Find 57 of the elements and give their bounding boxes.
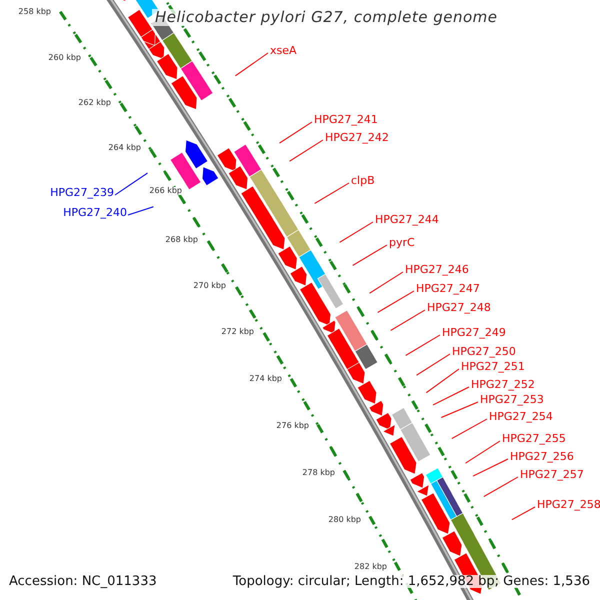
- leader-line: [451, 418, 488, 440]
- gene-label: HPG27_258: [537, 499, 600, 510]
- scale-label: 268 kbp: [165, 236, 198, 244]
- gene-label: HPG27_254: [489, 411, 553, 422]
- scale-label: 264 kbp: [108, 144, 141, 152]
- gene-label: HPG27_248: [427, 302, 491, 313]
- leader-line: [440, 402, 478, 418]
- scale-label: 258 kbp: [18, 8, 51, 16]
- leader-line: [416, 354, 450, 376]
- leader-line: [369, 272, 404, 294]
- leader-line: [234, 52, 268, 76]
- gene-label: HPG27_239: [50, 187, 114, 198]
- leader-line: [128, 206, 154, 216]
- leader-line: [352, 244, 388, 266]
- gene-label: HPG27_241: [314, 114, 378, 125]
- gene-label: HPG27_247: [416, 283, 480, 294]
- gene-label: clpB: [351, 175, 375, 186]
- gene-label: HPG27_256: [510, 451, 574, 462]
- leader-line: [472, 458, 508, 477]
- genome-summary: Topology: circular; Length: 1,652,982 bp; Genes: 1,536: [232, 575, 590, 588]
- gene-label: HPG27_246: [405, 264, 469, 275]
- leader-line: [377, 290, 414, 313]
- scale-label: 274 kbp: [249, 375, 282, 383]
- scale-label: 278 kbp: [302, 469, 335, 477]
- leader-line: [405, 334, 440, 356]
- gene-label: HPG27_250: [452, 346, 516, 357]
- leader-line: [511, 506, 536, 520]
- scale-label: 280 kbp: [328, 516, 361, 524]
- leader-line: [390, 310, 426, 331]
- scale-label: 262 kbp: [78, 99, 111, 107]
- leader-line: [483, 476, 518, 498]
- scale-label: 260 kbp: [48, 54, 81, 62]
- leader-line: [289, 140, 324, 162]
- gene-label: HPG27_255: [502, 433, 566, 444]
- accession-text: Accession: NC_011333: [9, 575, 157, 588]
- leader-line: [432, 386, 470, 406]
- leader-line: [314, 182, 350, 204]
- leader-line: [465, 440, 500, 464]
- leader-line: [339, 222, 374, 243]
- scale-label: 272 kbp: [221, 328, 254, 336]
- scale-label: 276 kbp: [276, 422, 309, 430]
- leader-line: [279, 122, 312, 144]
- scale-label: 282 kbp: [354, 563, 387, 571]
- gene-label: HPG27_240: [63, 207, 127, 218]
- leader-line: [426, 368, 460, 394]
- gene-label: HPG27_244: [375, 214, 439, 225]
- scale-label: 266 kbp: [149, 187, 182, 195]
- gene-label: HPG27_249: [442, 327, 506, 338]
- scale-label: 270 kbp: [193, 282, 226, 290]
- gene-label: HPG27_251: [461, 361, 525, 372]
- gene-label: HPG27_253: [480, 394, 544, 405]
- gene-label: xseA: [270, 45, 297, 56]
- gene-label: HPG27_252: [471, 379, 535, 390]
- gene-label: HPG27_242: [325, 132, 389, 143]
- gene-label: HPG27_257: [520, 469, 584, 480]
- leader-line: [114, 172, 148, 196]
- gene-label: pyrC: [389, 237, 415, 248]
